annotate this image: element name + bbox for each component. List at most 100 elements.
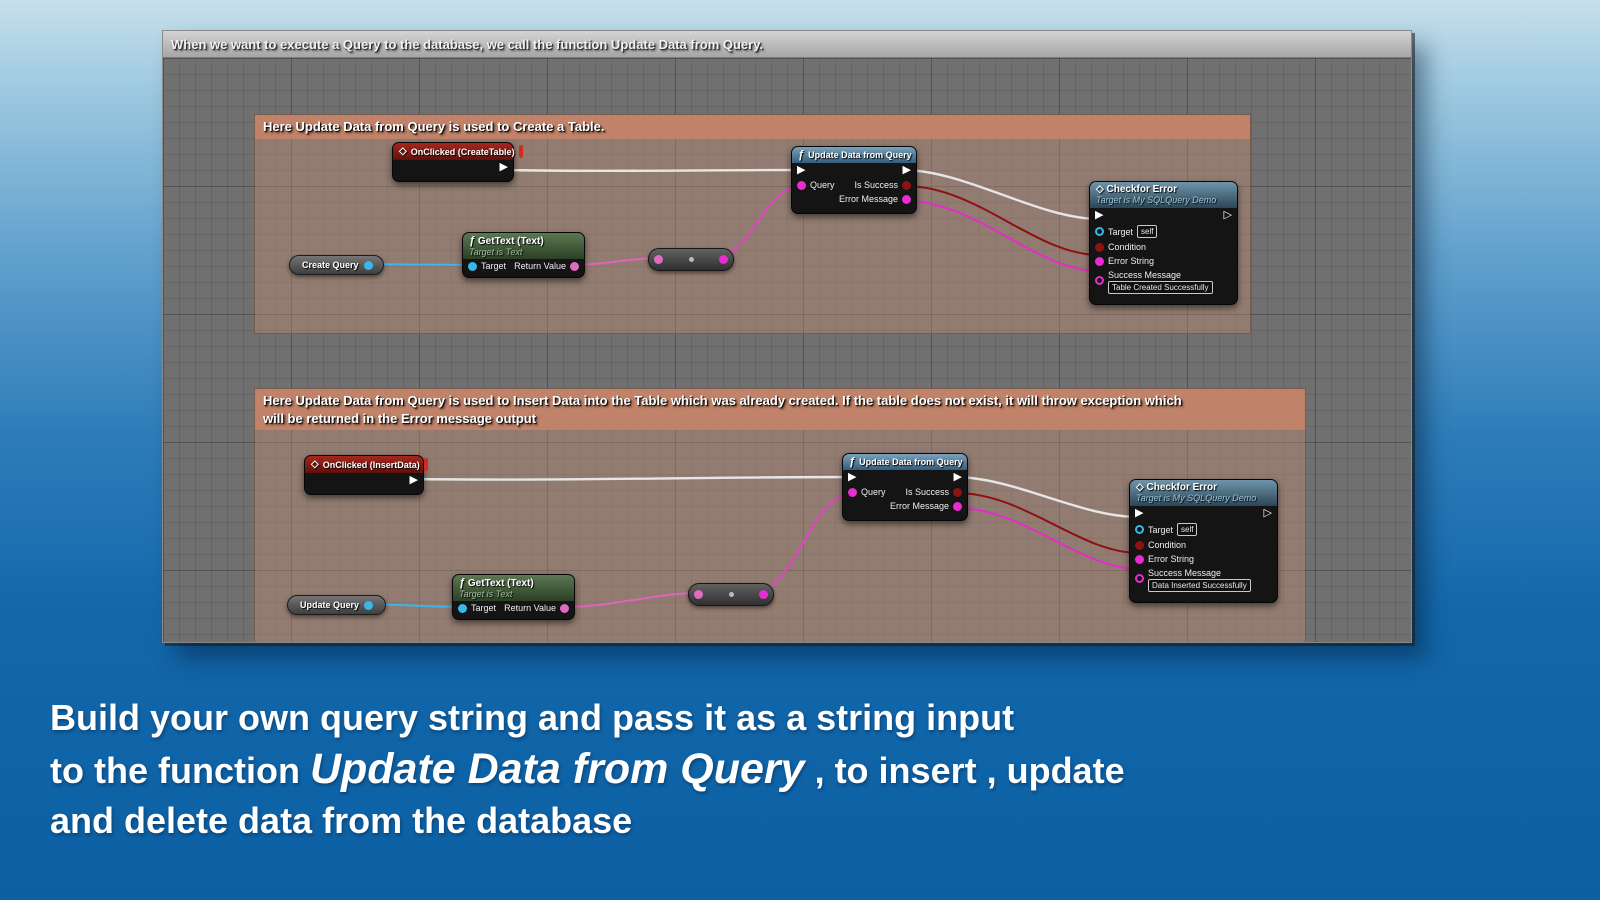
function-icon: ƒ	[459, 577, 466, 589]
error-message-out-pin[interactable]	[953, 501, 962, 511]
exec-in-pin[interactable]: ▶	[848, 471, 857, 483]
node-title: Checkfor Error	[1106, 184, 1178, 195]
graph-comment-title-text: When we want to execute a Query to the d…	[171, 36, 764, 52]
reroute-node-1[interactable]	[648, 248, 734, 271]
return-value-out-pin[interactable]	[570, 261, 579, 271]
node-checkfor-error-2[interactable]: ◇ Checkfor Error Target is My SQLQuery D…	[1129, 479, 1278, 603]
success-message-in-pin[interactable]	[1095, 276, 1104, 285]
variable-label: Update Query	[300, 600, 360, 610]
error-message-out-pin[interactable]	[902, 194, 911, 204]
is-success-out-pin[interactable]	[953, 487, 962, 497]
comment-text: Here Update Data from Query is used to C…	[263, 119, 605, 134]
blueprint-screenshot: When we want to execute a Query to the d…	[162, 30, 1412, 643]
caption-line-3: and delete data from the database	[50, 800, 633, 842]
reroute-dot-icon	[688, 257, 694, 262]
node-header: ƒ Update Data from Query	[792, 147, 916, 163]
comment-text-line1: Here Update Data from Query is used to I…	[263, 393, 1182, 408]
caption-line2-prefix: to the function	[50, 750, 310, 792]
caption-line-1: Build your own query string and pass it …	[50, 697, 1015, 738]
query-in-pin[interactable]	[797, 180, 806, 190]
function-icon: ƒ	[849, 456, 856, 468]
exec-out-pin[interactable]: ▶	[409, 474, 418, 486]
reroute-out-pin[interactable]	[759, 590, 768, 599]
graph-comment-title-bar[interactable]: When we want to execute a Query to the d…	[163, 31, 1411, 58]
variable-node-update-query[interactable]: Update Query	[287, 595, 386, 615]
node-update-data-from-query-2[interactable]: ƒ Update Data from Query ▶ ▶ Query Is Su…	[842, 453, 968, 521]
node-subtitle: Target is Text	[469, 247, 523, 257]
target-in-pin[interactable]	[1095, 227, 1104, 236]
reroute-dot-icon	[728, 592, 734, 597]
target-in-pin[interactable]	[458, 603, 467, 613]
blueprint-graph[interactable]: Here Update Data from Query is used to C…	[163, 58, 1411, 642]
node-header: ƒ GetText (Text) Target is Text	[453, 575, 574, 601]
delegate-box-icon[interactable]	[423, 458, 428, 471]
node-title: OnClicked (CreateTable)	[410, 146, 515, 157]
node-gettext-2[interactable]: ƒ GetText (Text) Target is Text Target R…	[452, 574, 575, 620]
comment-header[interactable]: Here Update Data from Query is used to I…	[255, 389, 1305, 431]
node-title: Update Data from Query	[808, 150, 912, 160]
pin-label: Condition	[1108, 242, 1147, 252]
node-subtitle: Target is Text	[459, 589, 513, 599]
success-message-field[interactable]: Data Inserted Successfully	[1148, 579, 1251, 592]
pin-label: Error Message	[889, 501, 949, 511]
node-header: ◇ OnClicked (CreateTable)	[393, 143, 523, 160]
condition-in-pin[interactable]	[1095, 242, 1104, 252]
pin-label: Success Message	[1108, 270, 1182, 280]
node-update-data-from-query-1[interactable]: ƒ Update Data from Query ▶ ▶ Query Is Su…	[791, 146, 917, 214]
event-diamond-icon: ◇	[399, 146, 407, 157]
node-title: Update Data from Query	[859, 457, 963, 467]
exec-out-pin[interactable]: ▶	[953, 471, 962, 483]
pin-label: Target	[1108, 226, 1134, 237]
target-value-field[interactable]: self	[1137, 225, 1158, 238]
exec-out-pin[interactable]: ▷	[1223, 209, 1232, 221]
exec-in-pin[interactable]: ▶	[797, 164, 806, 176]
object-out-pin[interactable]	[364, 600, 374, 610]
node-checkfor-error-1[interactable]: ◇ Checkfor Error Target is My SQLQuery D…	[1089, 181, 1238, 305]
caption-line2-suffix: , to insert , update	[804, 750, 1125, 792]
node-onclicked-insertdata[interactable]: ◇ OnClicked (InsertData) ▶	[304, 455, 428, 495]
pin-label: Is Success	[905, 487, 949, 497]
success-message-in-pin[interactable]	[1135, 574, 1144, 583]
reroute-in-pin[interactable]	[694, 590, 703, 599]
pin-label: Return Value	[504, 603, 556, 613]
pin-label: Target	[1148, 524, 1174, 535]
object-out-pin[interactable]	[363, 260, 373, 270]
event-diamond-icon: ◇	[311, 459, 319, 470]
variable-node-create-query[interactable]: Create Query	[289, 255, 384, 275]
reroute-in-pin[interactable]	[654, 255, 663, 264]
is-success-out-pin[interactable]	[902, 180, 911, 190]
node-title: GetText (Text)	[477, 236, 544, 247]
reroute-node-2[interactable]	[688, 583, 774, 606]
exec-in-pin[interactable]: ▶	[1095, 209, 1104, 221]
node-title: GetText (Text)	[467, 578, 534, 589]
function-icon: ƒ	[798, 149, 805, 161]
query-in-pin[interactable]	[848, 487, 857, 497]
variable-label: Create Query	[302, 260, 359, 270]
comment-header[interactable]: Here Update Data from Query is used to C…	[255, 115, 1250, 139]
exec-out-pin[interactable]: ▶	[902, 164, 911, 176]
pin-label: Target	[471, 603, 497, 613]
pin-label: Success Message	[1148, 568, 1222, 578]
comment-text-line2: will be returned in the Error message ou…	[263, 410, 537, 426]
success-message-field[interactable]: Table Created Successfully	[1108, 281, 1213, 294]
condition-in-pin[interactable]	[1135, 540, 1144, 550]
target-value-field[interactable]: self	[1177, 523, 1198, 536]
reroute-out-pin[interactable]	[719, 255, 728, 264]
node-onclicked-createtable[interactable]: ◇ OnClicked (CreateTable) ▶	[392, 142, 523, 182]
node-header: ◇ Checkfor Error Target is My SQLQuery D…	[1130, 480, 1277, 506]
error-string-in-pin[interactable]	[1135, 554, 1144, 564]
node-gettext-1[interactable]: ƒ GetText (Text) Target is Text Target R…	[462, 232, 585, 278]
return-value-out-pin[interactable]	[560, 603, 569, 613]
delegate-box-icon[interactable]	[518, 145, 523, 158]
exec-out-pin[interactable]: ▶	[499, 161, 508, 173]
node-header: ƒ Update Data from Query	[843, 454, 967, 470]
pin-label: Error String	[1108, 256, 1155, 266]
target-in-pin[interactable]	[468, 261, 477, 271]
exec-out-pin[interactable]: ▷	[1263, 507, 1272, 519]
pin-label: Is Success	[854, 180, 898, 190]
exec-in-pin[interactable]: ▶	[1135, 507, 1144, 519]
pin-label: Query	[861, 487, 886, 497]
error-string-in-pin[interactable]	[1095, 256, 1104, 266]
target-in-pin[interactable]	[1135, 525, 1144, 534]
pin-label: Target	[481, 261, 507, 271]
